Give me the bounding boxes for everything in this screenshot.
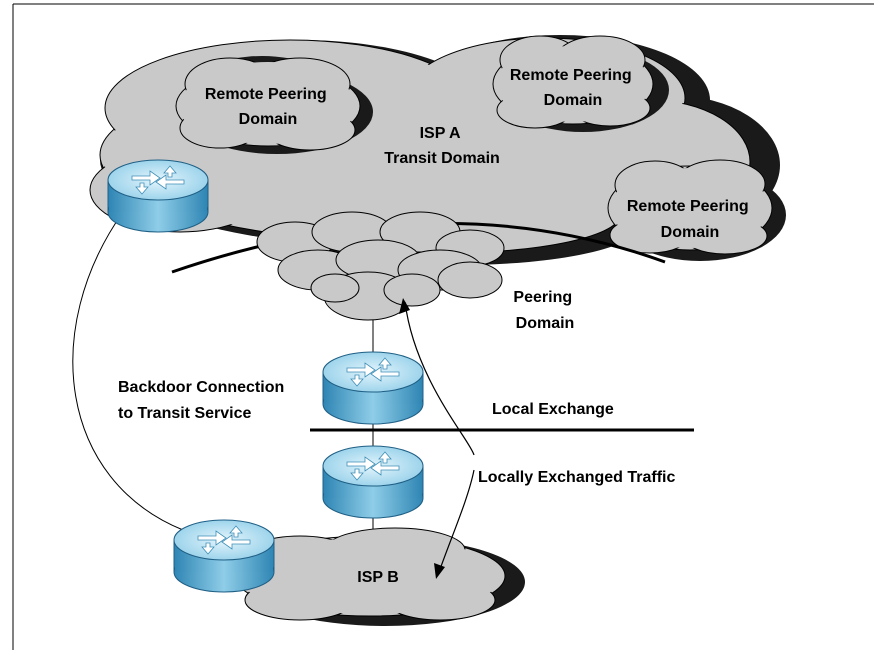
router-icon <box>107 159 209 233</box>
remote-peering-cloud-1-icon <box>175 56 373 154</box>
backdoor-connection-line <box>72 211 184 531</box>
remote-peering-1-label: Remote Peering Domain <box>205 86 331 128</box>
isp-b-cloud-icon <box>234 527 525 626</box>
arrowhead-down-icon <box>434 563 445 579</box>
isp-a-label: ISP A Transit Domain <box>384 125 500 167</box>
arrowhead-up-icon <box>399 298 410 314</box>
router-icon <box>173 519 275 593</box>
remote-peering-cloud-3-icon <box>607 159 786 261</box>
isp-b-label: ISP B <box>357 569 399 586</box>
peering-domain-label: Peering Domain <box>513 289 576 332</box>
remote-peering-3-label: Remote Peering Domain <box>627 198 753 241</box>
locally-exchanged-traffic-label: Locally Exchanged Traffic <box>478 469 676 486</box>
remote-peering-2-label: Remote Peering Domain <box>510 67 636 109</box>
backdoor-connection-label: Backdoor Connection to Transit Service <box>118 379 289 422</box>
remote-peering-cloud-2-icon <box>492 35 669 132</box>
router-icon <box>322 445 424 519</box>
router-icon <box>322 351 424 425</box>
local-exchange-label: Local Exchange <box>492 401 614 418</box>
locally-exchanged-traffic-arrow <box>404 301 475 576</box>
peering-domain-cloud-icon <box>256 211 505 321</box>
